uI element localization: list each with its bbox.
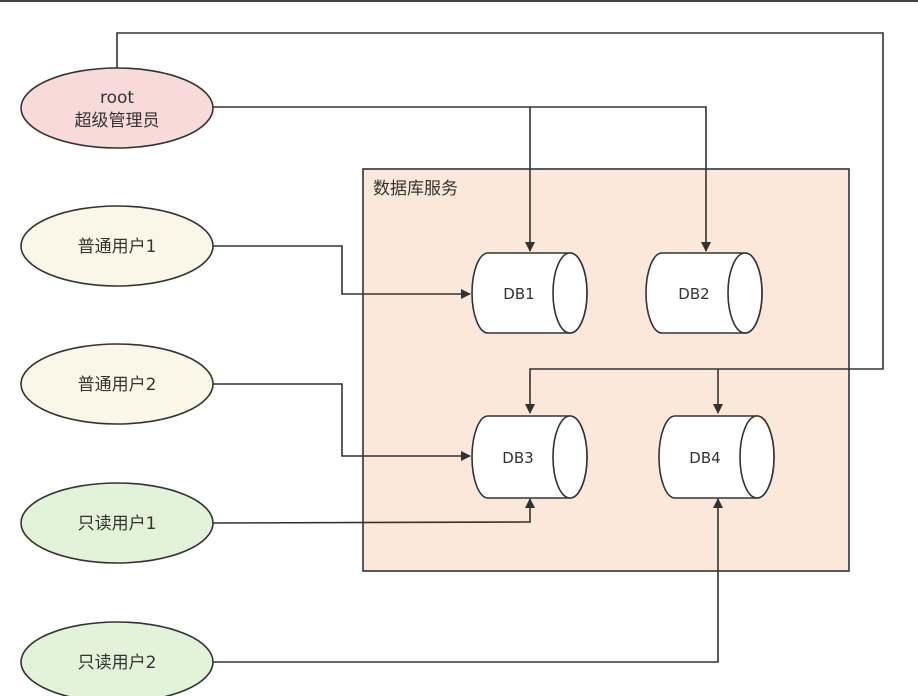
actor-user2-label: 普通用户2: [78, 375, 157, 395]
actor-user2[interactable]: 普通用户2: [20, 343, 214, 425]
edge-root-db2[interactable]: [213, 106, 711, 252]
actor-user1-label: 普通用户1: [78, 237, 157, 257]
database-service-container[interactable]: 数据库服务: [362, 168, 850, 572]
actor-readonly1[interactable]: 只读用户1: [20, 482, 214, 564]
db4-label: DB4: [689, 449, 720, 467]
database-db1[interactable]: DB1: [471, 252, 588, 334]
actor-user1[interactable]: 普通用户1: [20, 205, 214, 287]
database-db2[interactable]: DB2: [645, 252, 763, 334]
db3-label: DB3: [502, 449, 533, 467]
actor-readonly2-label: 只读用户2: [78, 653, 157, 673]
edge-user1-db1[interactable]: [213, 245, 471, 299]
edges: [116, 32, 884, 663]
actor-root[interactable]: root 超级管理员: [20, 67, 214, 149]
container-title: 数据库服务: [373, 179, 458, 199]
top-border: [0, 0, 918, 2]
db2-label: DB2: [678, 285, 709, 303]
actor-readonly1-label: 只读用户1: [78, 514, 157, 534]
edge-ro2-db4[interactable]: [213, 498, 723, 663]
database-db3[interactable]: DB3: [471, 415, 588, 499]
actor-root-role: 超级管理员: [75, 111, 160, 131]
actor-root-name: root: [100, 88, 134, 108]
database-db4[interactable]: DB4: [658, 415, 775, 499]
edge-user2-db3[interactable]: [213, 383, 471, 461]
db1-label: DB1: [503, 285, 534, 303]
edge-ro1-db3[interactable]: [212, 498, 535, 524]
actor-readonly2[interactable]: 只读用户2: [20, 621, 214, 696]
edge-root-db3[interactable]: [116, 32, 884, 414]
